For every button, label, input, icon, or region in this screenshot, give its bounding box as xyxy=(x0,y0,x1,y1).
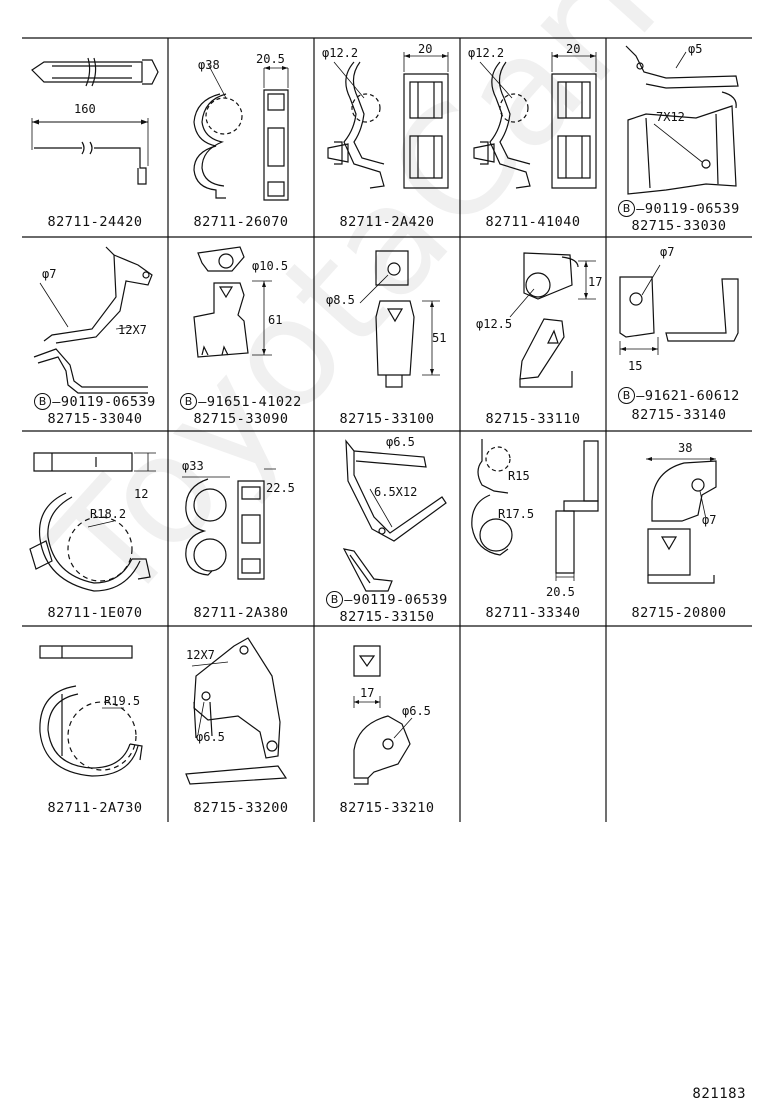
dim-label: 7X12 xyxy=(656,110,685,124)
part-cell-c9: φ12.5 17 82715-33110 xyxy=(460,237,606,431)
bracket-drawing xyxy=(359,250,440,388)
clamp-drawing xyxy=(29,452,156,592)
dim-label: 12X7 xyxy=(186,648,215,662)
part-number: 82711-26070 xyxy=(193,214,289,230)
part-number: 82711-33340 xyxy=(485,605,581,621)
bolt-number: B—90119-06539 xyxy=(314,591,460,608)
part-number: 82715-20800 xyxy=(631,605,727,621)
dim-label: 6.5X12 xyxy=(374,485,418,499)
dim-label: φ7 xyxy=(42,267,57,281)
dim-label: R18.2 xyxy=(90,507,127,521)
dim-label: φ6.5 xyxy=(402,704,431,718)
dim-label: φ5 xyxy=(688,42,703,56)
part-number: 82715-33140 xyxy=(631,407,727,423)
part-cell-c18: 17 φ6.5 82715-33210 xyxy=(314,626,460,822)
double-clamp-drawing xyxy=(471,439,599,581)
dim-label: 17 xyxy=(588,275,603,289)
part-cell-c13: φ6.5 6.5X12 B—90119-06539 82715-33150 xyxy=(314,431,460,626)
double-clamp-drawing xyxy=(193,63,289,201)
dim-label: φ12.2 xyxy=(322,46,359,60)
dim-label: 20 xyxy=(418,42,433,56)
dim-label: φ7 xyxy=(702,513,717,527)
bracket-drawing xyxy=(33,246,153,394)
clamp-band-drawing xyxy=(31,57,159,185)
bracket-drawing xyxy=(646,457,717,584)
dim-label: φ12.2 xyxy=(468,46,505,60)
part-number: 82715-33210 xyxy=(339,800,435,816)
dim-label: φ7 xyxy=(660,245,675,259)
dim-label: φ33 xyxy=(182,459,204,473)
clip-clamp-drawing xyxy=(473,52,597,189)
bolt-number: B—90119-06539 xyxy=(606,200,752,217)
part-number: 82715-33040 xyxy=(47,411,143,427)
part-cell-c15: 38 φ7 82715-20800 xyxy=(606,431,752,626)
dim-label: 20.5 xyxy=(256,52,285,66)
bracket-drawing xyxy=(342,439,447,592)
bolt-number: B—90119-06539 xyxy=(22,393,168,410)
part-number: 82711-1E070 xyxy=(47,605,143,621)
part-cell-c7: φ10.5 61 B—91651-41022 82715-33090 xyxy=(168,237,314,431)
part-number: 82711-41040 xyxy=(485,214,581,230)
part-number: 82715-33150 xyxy=(339,609,435,625)
bracket-drawing xyxy=(625,45,739,195)
part-cell-c17: 12X7 φ6.5 82715-33200 xyxy=(168,626,314,822)
part-cell-c16: R19.5 82711-2A730 xyxy=(22,626,168,822)
bracket-drawing xyxy=(193,246,272,358)
part-number: 82715-33100 xyxy=(339,411,435,427)
part-cell-c14: R15 R17.5 20.5 82711-33340 xyxy=(460,431,606,626)
part-cell-c2: φ38 20.5 82711-26070 xyxy=(168,38,314,237)
dim-label: 12X7 xyxy=(118,323,147,337)
part-cell-c10: φ7 15 B—91621-60612 82715-33140 xyxy=(606,237,752,431)
figure-number: 821183 xyxy=(692,1086,746,1102)
dim-label: φ38 xyxy=(198,58,220,72)
dim-label: R17.5 xyxy=(498,507,535,521)
part-number: 82715-33090 xyxy=(193,411,289,427)
bracket-drawing xyxy=(353,645,413,785)
dim-label: R19.5 xyxy=(104,694,141,708)
bolt-number: B—91621-60612 xyxy=(606,387,752,404)
dim-label: 17 xyxy=(360,686,375,700)
part-cell-c8: φ8.5 51 82715-33100 xyxy=(314,237,460,431)
dim-label: 160 xyxy=(74,102,96,116)
dim-label: φ10.5 xyxy=(252,259,289,273)
dim-label: R15 xyxy=(508,469,530,483)
dim-label: 20 xyxy=(566,42,581,56)
part-cell-c5: φ5 7X12 B—90119-06539 82715-33030 xyxy=(606,38,752,237)
dim-label: 12 xyxy=(134,487,149,501)
dim-label: φ6.5 xyxy=(196,730,225,744)
part-number: 82711-2A730 xyxy=(47,800,143,816)
dim-label: 38 xyxy=(678,441,693,455)
part-cell-c3: φ12.2 20 82711-2A420 xyxy=(314,38,460,237)
part-number: 82715-33110 xyxy=(485,411,581,427)
dim-label: 51 xyxy=(432,331,447,345)
bracket-drawing xyxy=(619,264,739,355)
bracket-drawing xyxy=(509,252,596,388)
clamp-drawing xyxy=(39,645,143,777)
bracket-drawing xyxy=(185,637,288,785)
clip-clamp-drawing xyxy=(327,52,449,189)
dim-label: 61 xyxy=(268,313,283,327)
part-number: 82715-33200 xyxy=(193,800,289,816)
dim-label: 15 xyxy=(628,359,643,373)
part-cell-c1: 160 82711-24420 xyxy=(22,38,168,237)
dim-label: 20.5 xyxy=(546,585,575,599)
double-clamp-drawing xyxy=(182,468,276,580)
part-number: 82711-2A380 xyxy=(193,605,289,621)
dim-label: φ8.5 xyxy=(326,293,355,307)
part-number: 82715-33030 xyxy=(631,218,727,234)
part-cell-c4: φ12.2 20 82711-41040 xyxy=(460,38,606,237)
part-number: 82711-2A420 xyxy=(339,214,435,230)
dim-label: φ12.5 xyxy=(476,317,513,331)
part-cell-c11: R18.2 12 82711-1E070 xyxy=(22,431,168,626)
part-cell-c6: φ7 12X7 B—90119-06539 82715-33040 xyxy=(22,237,168,431)
part-cell-c12: φ33 22.5 82711-2A380 xyxy=(168,431,314,626)
dim-label: 22.5 xyxy=(266,481,295,495)
part-number: 82711-24420 xyxy=(47,214,143,230)
dim-label: φ6.5 xyxy=(386,435,415,449)
bolt-number: B—91651-41022 xyxy=(168,393,314,410)
